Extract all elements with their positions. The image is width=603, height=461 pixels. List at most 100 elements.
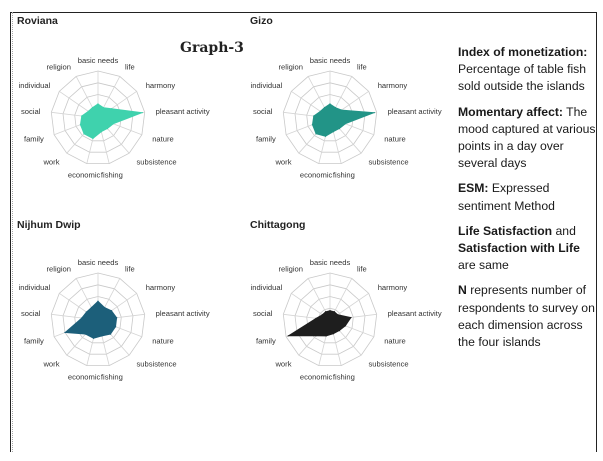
- data-point: [102, 107, 105, 109]
- data-point: [116, 317, 118, 319]
- data-point: [334, 107, 337, 109]
- axis-label: pleasant activity: [388, 107, 442, 116]
- axis-label: fishing: [101, 372, 123, 381]
- data-point: [321, 314, 323, 316]
- chart-title-gizo: Gizo: [250, 15, 273, 27]
- data-point: [106, 128, 108, 130]
- data-point: [100, 131, 102, 133]
- axis-label: subsistence: [369, 359, 409, 368]
- axis-label: social: [253, 309, 273, 318]
- radar-area: [64, 300, 118, 339]
- frame-left-border: [10, 12, 11, 452]
- data-point: [329, 310, 331, 312]
- data-point: [344, 325, 346, 327]
- radar-1: basic needs life harmony pleasant activity n…: [251, 56, 442, 179]
- data-point: [79, 124, 81, 126]
- data-point: [350, 316, 352, 319]
- axis-label: nature: [152, 135, 174, 144]
- axis-label: life: [357, 63, 367, 72]
- axis-label: work: [42, 359, 59, 368]
- grid-ring: [294, 284, 366, 355]
- data-point: [329, 103, 331, 105]
- data-point: [97, 103, 99, 105]
- data-point: [141, 112, 143, 114]
- axis-label: economic: [68, 170, 101, 179]
- axis-label: work: [274, 157, 291, 166]
- axis-label: fishing: [333, 372, 355, 381]
- grid-ring: [306, 296, 354, 344]
- grid-ring: [62, 82, 134, 153]
- data-point: [332, 131, 334, 133]
- data-point: [338, 330, 340, 332]
- note-momentary-affect: Momentary affect: The mood captured at v…: [458, 104, 596, 171]
- chart-title-roviana: Roviana: [17, 15, 58, 27]
- axis-label: economic: [300, 372, 333, 381]
- grid-ring: [74, 296, 122, 344]
- data-point: [338, 128, 340, 130]
- axis-label: basic needs: [78, 258, 119, 267]
- axis-label: life: [125, 265, 135, 274]
- data-point: [92, 337, 95, 339]
- axis-label: basic needs: [310, 56, 351, 65]
- axis-label: individual: [19, 283, 51, 292]
- data-point: [337, 314, 339, 316]
- axis-label: subsistence: [369, 157, 409, 166]
- axis-label: nature: [384, 135, 406, 144]
- data-point: [344, 123, 346, 125]
- axis-label: social: [253, 107, 273, 116]
- axis-label: harmony: [378, 81, 408, 90]
- axis-label: religion: [279, 265, 303, 274]
- axis-label: harmony: [146, 81, 176, 90]
- radar-area: [79, 103, 143, 139]
- note-esm: ESM: Expressed sentiment Method: [458, 181, 555, 213]
- data-point: [101, 335, 103, 337]
- axis-label: nature: [152, 337, 174, 346]
- data-point: [104, 306, 106, 309]
- note-n-respondents: N represents number of respondents to su…: [458, 283, 595, 350]
- data-point: [325, 311, 327, 313]
- chart-title-nijhum-dwip: Nijhum Dwip: [17, 219, 81, 231]
- grid-ring: [282, 272, 378, 367]
- data-point: [333, 311, 335, 313]
- axis-label: harmony: [378, 283, 408, 292]
- grid-ring: [294, 82, 366, 153]
- data-point: [332, 333, 334, 335]
- frame-right-border: [596, 12, 597, 452]
- axis-label: life: [125, 63, 135, 72]
- frame-dotted-guide: [12, 12, 13, 452]
- data-point: [319, 110, 321, 112]
- axis-label: pleasant activity: [156, 107, 210, 116]
- data-point: [373, 112, 375, 114]
- axis-label: family: [24, 135, 44, 144]
- data-point: [311, 124, 313, 126]
- axis-label: religion: [279, 63, 303, 72]
- grid-ring: [50, 272, 146, 367]
- data-point: [85, 311, 87, 313]
- axis-label: nature: [384, 337, 406, 346]
- data-point: [115, 326, 117, 328]
- axis-label: basic needs: [310, 258, 351, 267]
- axis-label: fishing: [101, 170, 123, 179]
- data-point: [90, 306, 92, 309]
- data-point: [323, 107, 326, 109]
- data-point: [324, 135, 327, 137]
- data-point: [110, 108, 113, 110]
- axis-label: family: [24, 337, 44, 346]
- axis-label: economic: [300, 170, 333, 179]
- axis-label: economic: [68, 372, 101, 381]
- axis-label: pleasant activity: [156, 309, 210, 318]
- data-point: [81, 317, 83, 319]
- note-life-satisfaction: Life Satisfaction and Satisfaction with …: [458, 223, 580, 273]
- notes-panel: Index of monetization: Percentage of tab…: [458, 44, 600, 359]
- axis-label: individual: [251, 81, 283, 90]
- radar-area: [311, 103, 375, 137]
- data-point: [109, 333, 112, 335]
- data-point: [84, 333, 87, 335]
- data-point: [110, 310, 113, 312]
- axis-label: family: [256, 135, 276, 144]
- data-point: [112, 123, 114, 125]
- axis-label: subsistence: [137, 157, 177, 166]
